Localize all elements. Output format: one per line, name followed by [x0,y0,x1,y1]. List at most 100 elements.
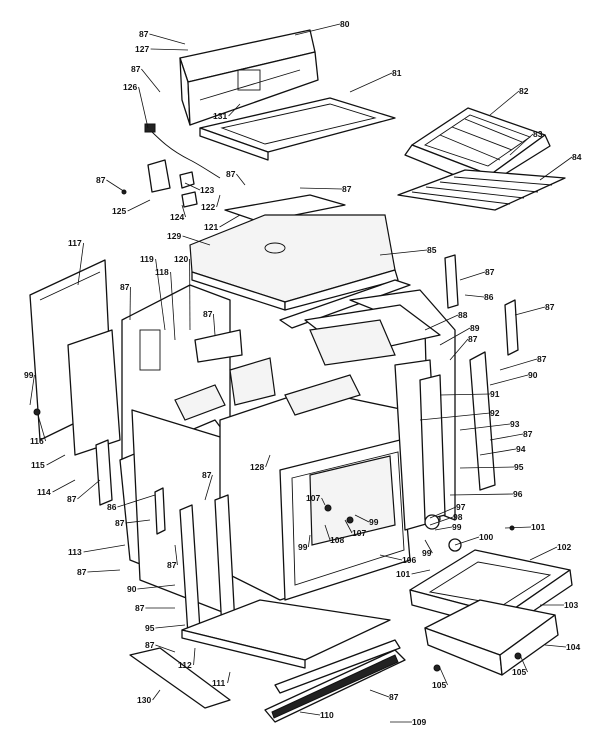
part-callout: 87 [139,29,149,39]
part-callout: 87 [202,470,212,480]
broiler-pan [404,107,551,188]
leader-line [424,539,433,554]
cabinet-body [119,284,243,616]
part-callout: 111 [212,678,226,688]
leader-line [37,414,46,442]
part-callout: 108 [330,535,344,545]
door-trim [394,359,446,531]
leader-line [439,667,448,686]
vertical-brackets [95,254,519,636]
leader-line [514,306,546,316]
leader-line [529,546,558,561]
part-callout: 87 [167,560,177,570]
leader-line [141,68,161,93]
part-callout: 83 [533,129,543,139]
part-callout: 121 [204,222,218,232]
oven-rack [397,169,566,211]
leader-line [29,374,35,406]
part-callout: 97 [456,502,466,512]
part-callout: 95 [514,462,524,472]
leader-line [369,689,390,698]
part-callout: 112 [178,660,192,670]
part-callout: 87 [545,302,555,312]
part-callout: 129 [167,231,181,241]
leader-line [52,479,76,493]
leader-line [489,374,529,386]
part-callout: 85 [427,245,437,255]
leader-line [77,242,84,286]
part-callout: 105 [512,667,526,677]
part-callout: 93 [510,419,520,429]
callout-labels: 8712780871268113182838487123871251241228… [24,19,582,727]
leader-line [424,314,459,331]
leader-line [204,474,213,501]
leader-line [213,313,216,336]
part-callout: 84 [572,152,582,162]
part-callout: 88 [458,310,468,320]
part-callout: 123 [200,185,214,195]
top-frame [199,97,396,161]
part-callout: 99 [452,522,462,532]
part-callout: 90 [528,370,538,380]
part-callout: 101 [531,522,545,532]
part-callout: 82 [519,86,529,96]
part-callout: 87 [523,429,533,439]
part-callout: 89 [470,323,480,333]
leader-line [459,466,515,469]
leader-line [459,271,486,281]
leader-line [439,327,471,346]
leader-line [228,103,241,117]
leader-lines [29,23,573,723]
part-callout: 87 [468,334,478,344]
leader-line [321,497,326,506]
leader-line [155,644,176,653]
leader-line [106,179,126,193]
part-callout: 96 [513,489,523,499]
part-callout: 101 [396,569,410,579]
part-callout: 127 [135,44,149,54]
leader-line [489,90,520,116]
leader-line [299,711,321,716]
part-callout: 81 [392,68,402,78]
leader-line [519,654,528,673]
leader-line [152,689,161,701]
part-callout: 103 [564,600,578,610]
leader-line [137,584,176,590]
top-back-panel [179,29,319,126]
leader-line [227,671,231,684]
part-callout: 86 [484,292,494,302]
part-callout: 130 [137,695,151,705]
part-callout: 99 [422,548,432,558]
leader-line [46,454,66,466]
leader-line [138,86,149,129]
part-callout: 87 [485,267,495,277]
part-callout: 131 [213,111,227,121]
leader-line [454,536,480,546]
oven-liner [219,389,411,601]
part-callout: 87 [389,692,399,702]
leader-line [265,454,271,468]
leader-line [489,433,524,441]
part-callout: 102 [557,542,571,552]
part-callout: 99 [24,370,34,380]
part-callout: 116 [30,436,44,446]
part-callout: 100 [479,532,493,542]
part-callout: 110 [320,710,334,720]
leader-line [193,647,196,666]
leader-line [324,524,331,541]
leader-line [504,526,532,529]
leader-line [155,258,166,331]
part-callout: 95 [145,623,155,633]
leader-line [429,516,454,526]
leader-line [349,72,393,93]
leader-line [344,519,353,534]
part-callout: 87 [537,354,547,364]
part-callout: 122 [201,202,215,212]
part-callout: 105 [432,680,446,690]
part-callout: 91 [490,389,500,399]
part-callout: 118 [155,267,169,277]
part-callout: 87 [77,567,87,577]
leader-line [539,156,573,181]
leader-line [236,173,246,186]
